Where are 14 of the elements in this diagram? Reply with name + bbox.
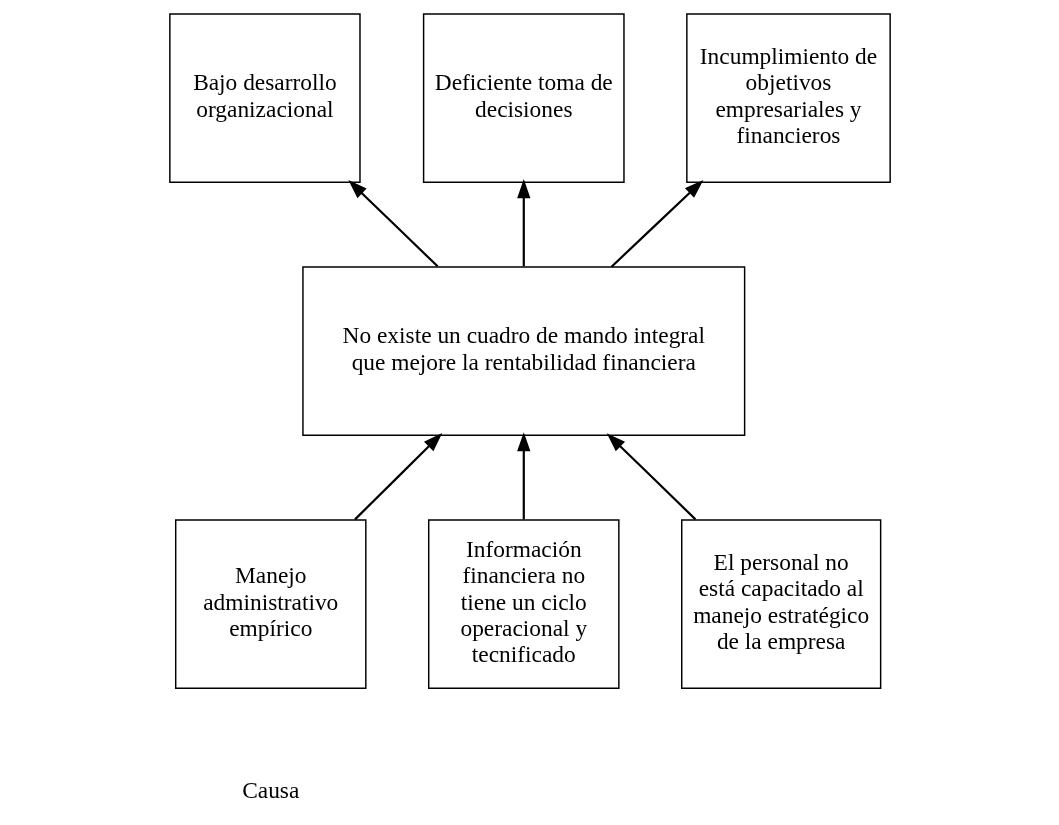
label: Causa (241, 776, 299, 803)
arrow (610, 179, 703, 268)
arrow (516, 432, 530, 520)
node-box: Información financiera no tiene un ciclo operacional y tecnificado (427, 519, 620, 689)
node-box: No existe un cuadro de mando integral que mejore la rentabilidad financiera (301, 266, 745, 436)
node-box: El personal no está capacitado al manejo estratégico de la empresa (680, 519, 881, 689)
arrow (606, 433, 696, 521)
arrow (347, 180, 438, 268)
node-box: Deficiente toma de decisiones (422, 13, 625, 183)
arrow (353, 433, 442, 521)
arrow (516, 179, 530, 267)
node-box: Bajo desarrollo organizacional (168, 13, 361, 183)
node-box: Incumplimiento de objetivos empresariales y financieros (685, 13, 891, 183)
node-box: Manejo administrativo empírico (174, 519, 367, 689)
